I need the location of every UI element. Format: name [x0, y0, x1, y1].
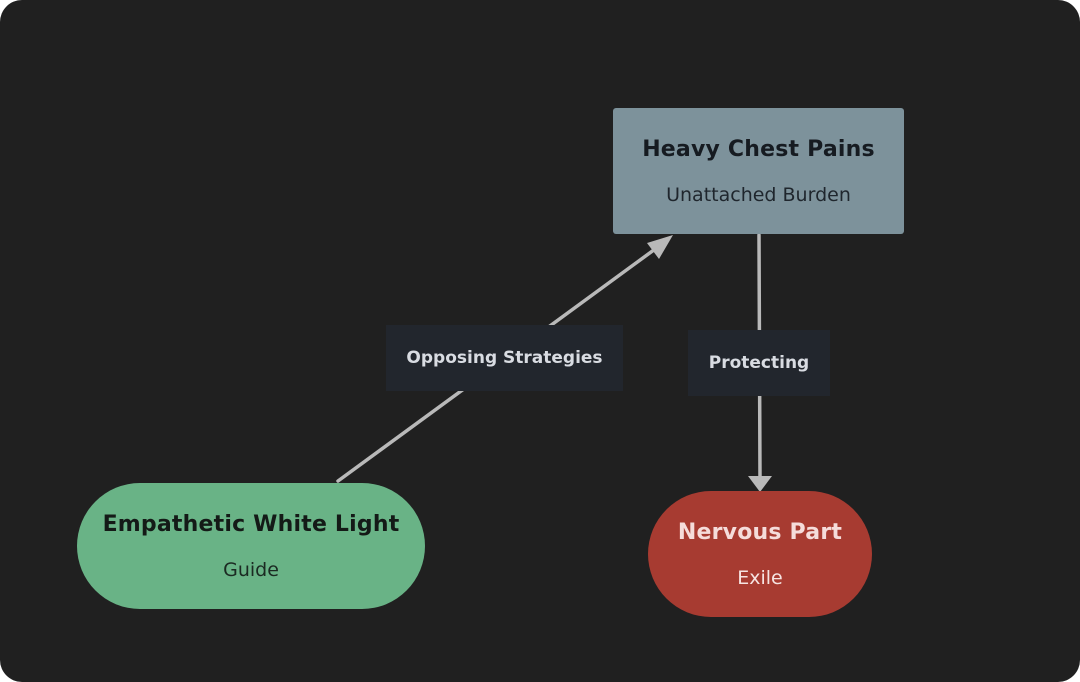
edge-label-protecting: Protecting: [688, 330, 830, 396]
edge-label-opposing-strategies: Opposing Strategies: [386, 325, 623, 391]
node-heavy-chest-pains[interactable]: Heavy Chest Pains Unattached Burden: [613, 108, 904, 234]
node-empathetic-white-light[interactable]: Empathetic White Light Guide: [77, 483, 425, 609]
node-subtitle: Unattached Burden: [666, 183, 851, 206]
node-nervous-part[interactable]: Nervous Part Exile: [648, 491, 872, 617]
edge-label-text: Opposing Strategies: [406, 348, 603, 368]
arrowhead-icon: [647, 235, 673, 259]
node-subtitle: Exile: [737, 566, 783, 589]
node-title: Empathetic White Light: [102, 511, 400, 537]
node-subtitle: Guide: [223, 558, 279, 581]
arrowhead-icon: [748, 476, 772, 492]
node-title: Nervous Part: [677, 519, 843, 545]
edge-label-text: Protecting: [708, 353, 810, 373]
node-title: Heavy Chest Pains: [642, 136, 875, 162]
